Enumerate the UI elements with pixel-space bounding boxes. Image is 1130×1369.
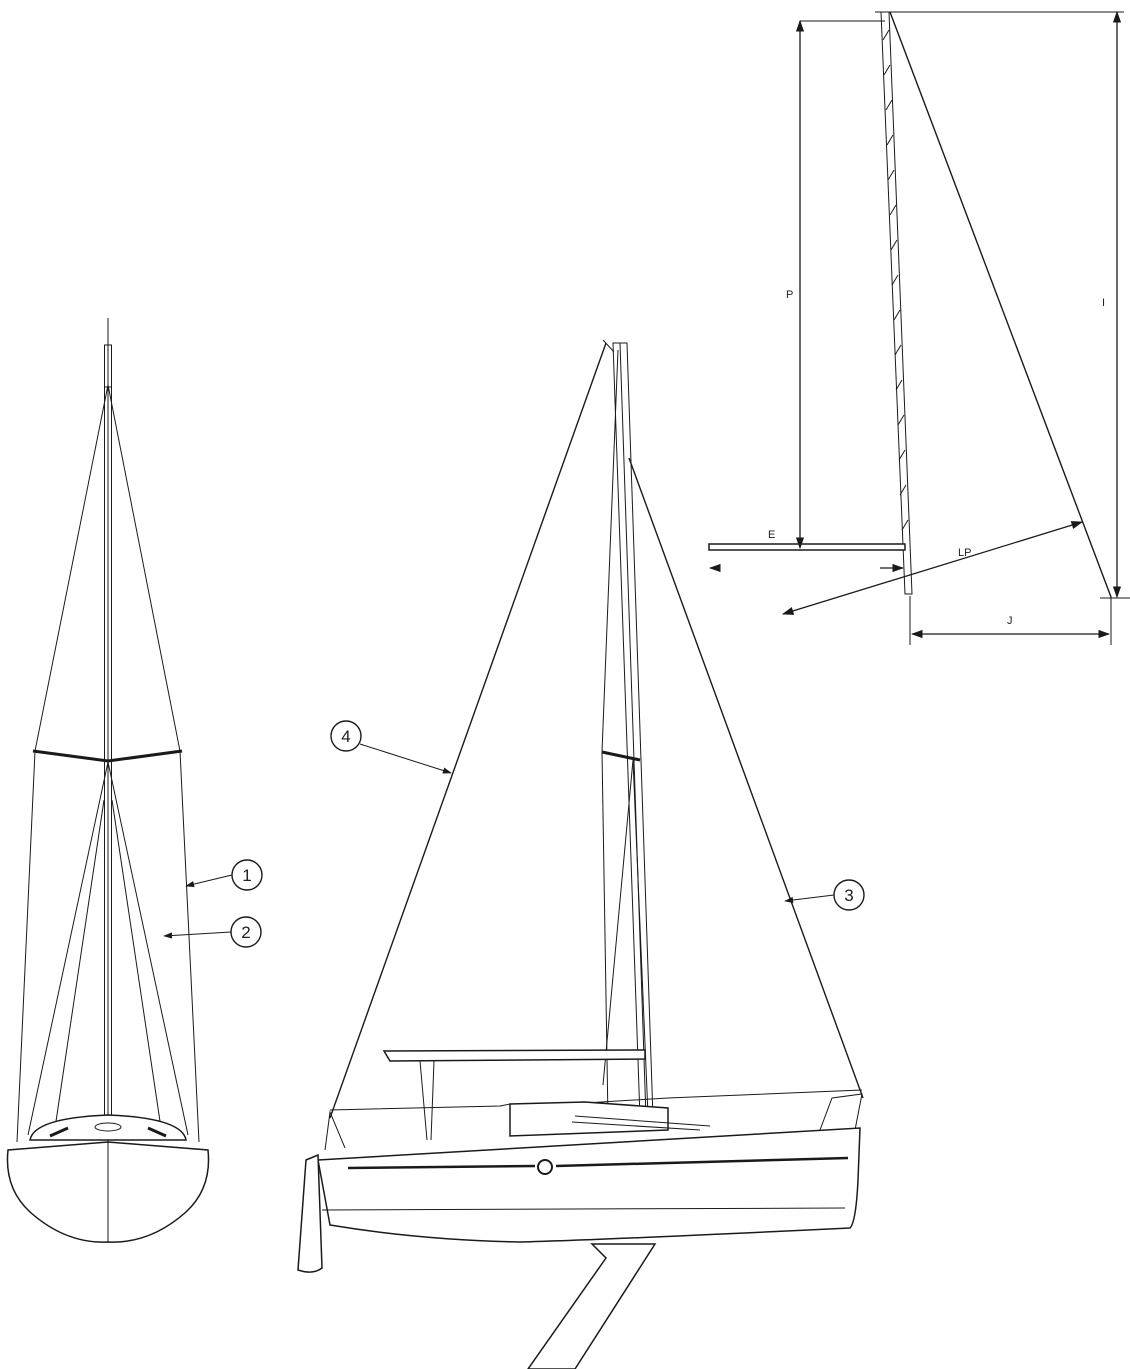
side-mast-sail-track xyxy=(619,342,647,1119)
callout-2-circle xyxy=(230,916,262,948)
side-backstay xyxy=(329,342,607,1119)
front-cap-shroud-right xyxy=(107,384,200,1143)
side-stern-pulpit xyxy=(324,1110,346,1151)
callout-2-leader xyxy=(163,931,232,939)
callout-4-circle xyxy=(330,720,362,752)
front-cap-shroud-left xyxy=(16,384,109,1143)
dimension-j-label: J xyxy=(1007,615,1013,627)
side-cap-shroud-upper xyxy=(601,349,619,753)
side-hull-stripe-aft xyxy=(347,1164,536,1170)
side-forestay xyxy=(628,457,864,1099)
sailplan-mast xyxy=(880,11,913,595)
front-hatch xyxy=(94,1122,122,1132)
side-hull-waterline xyxy=(321,1207,846,1211)
sail-plan-diagram: P I E J LP xyxy=(708,10,1130,645)
dimension-lp-label: LP xyxy=(958,547,971,559)
callout-4: 4 xyxy=(330,720,452,774)
front-lower-shroud-l2 xyxy=(54,799,105,1129)
callout-1-leader xyxy=(185,874,233,888)
callout-1-label: 1 xyxy=(242,866,251,885)
callout-3: 3 xyxy=(784,879,865,911)
callout-3-circle xyxy=(833,879,865,911)
front-lower-shroud-r2 xyxy=(111,799,162,1129)
callout-4-leader xyxy=(359,743,452,774)
front-cabin-top xyxy=(29,1114,187,1141)
side-cabin-window xyxy=(571,1121,701,1131)
side-vang-a xyxy=(419,1060,428,1141)
callout-1-circle xyxy=(231,859,263,891)
dimension-i-label: I xyxy=(1102,297,1105,309)
callout-3-label: 3 xyxy=(844,886,853,905)
side-vang-b xyxy=(430,1060,435,1141)
side-boom xyxy=(382,1049,646,1062)
front-view-boat xyxy=(6,318,210,1243)
front-lower-shroud-l1 xyxy=(27,761,109,1136)
dimension-e-label: E xyxy=(768,529,775,541)
side-cabin xyxy=(509,1101,669,1137)
dimension-lp-line xyxy=(781,521,1084,615)
callout-2-label: 2 xyxy=(241,923,250,942)
callout-2: 2 xyxy=(163,916,262,948)
front-lower-shroud-r1 xyxy=(107,761,189,1136)
side-rudder xyxy=(297,1153,323,1273)
dimension-p-label: P xyxy=(786,289,793,301)
side-bow-pulpit xyxy=(819,1093,863,1131)
front-window-left xyxy=(49,1126,69,1138)
sailplan-boom xyxy=(708,543,906,551)
side-porthole xyxy=(537,1159,553,1175)
side-lower-shroud-a xyxy=(602,759,634,1086)
front-window-right xyxy=(147,1126,167,1138)
side-view-boat xyxy=(297,339,864,1369)
callout-4-label: 4 xyxy=(341,727,350,746)
sailplan-forestay xyxy=(889,11,1112,598)
front-spreaders xyxy=(32,749,183,763)
side-masthead-crane xyxy=(602,339,615,353)
side-spreader xyxy=(601,750,641,762)
callout-3-leader xyxy=(784,894,835,904)
side-cabin-trim xyxy=(574,1115,711,1127)
side-lower-shroud-b xyxy=(632,759,649,1116)
side-hull-stripe-fwd xyxy=(555,1156,849,1168)
side-keel xyxy=(527,1243,657,1369)
callout-1: 1 xyxy=(185,859,263,891)
sailplan-mast-hatching xyxy=(882,29,909,531)
side-hull xyxy=(317,1127,861,1243)
